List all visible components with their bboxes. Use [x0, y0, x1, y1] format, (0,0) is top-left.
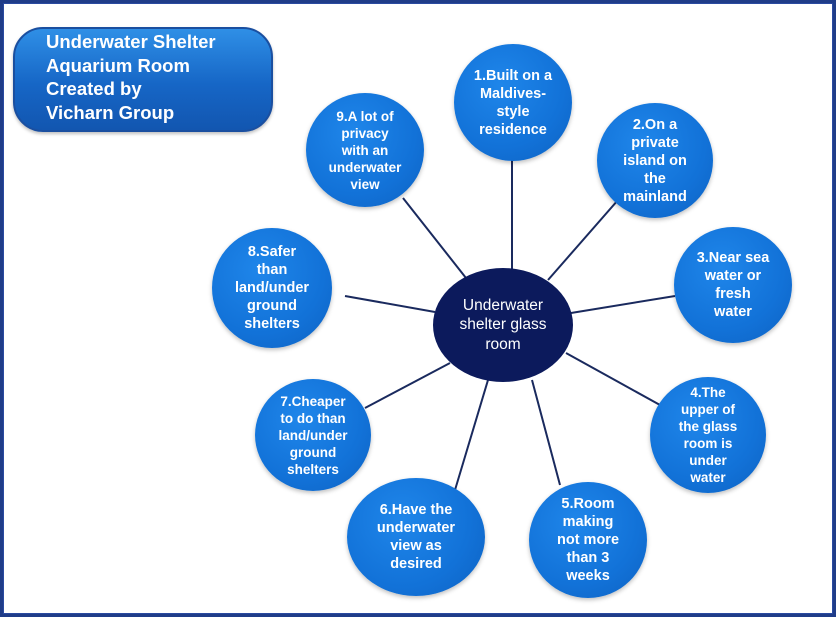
connector-8: [344, 295, 436, 313]
node-3-line: water: [714, 304, 752, 320]
connector-2: [547, 199, 619, 281]
node-2: 2.On a private island on the mainland: [597, 103, 713, 218]
title-line: Vicharn Group: [46, 101, 175, 123]
node-8: 8.Safer than land/under ground shelters: [212, 228, 332, 348]
node-4-line: 4.The: [690, 385, 726, 400]
node-9-line: with an: [341, 142, 389, 158]
node-6-line: underwater: [376, 520, 456, 536]
node-4-line: upper of: [681, 402, 735, 417]
connector-4: [565, 352, 661, 406]
node-1-line: Maldives-: [479, 85, 547, 102]
title-line: Aquarium Room: [46, 54, 190, 76]
node-4-line: room is: [683, 436, 733, 451]
node-8-line: shelters: [244, 316, 300, 332]
node-2-line: private: [631, 134, 679, 151]
node-8-line: than: [256, 262, 288, 278]
node-3-line: 3.Near sea: [696, 250, 770, 266]
node-5-line: making: [562, 514, 614, 530]
node-2-line: island on: [623, 152, 687, 169]
node-5-line: 5.Room: [561, 496, 615, 512]
node-7-line: land/under: [278, 427, 348, 443]
node-6: 6.Have the underwater view as desired: [347, 478, 485, 596]
node-9-line: view: [350, 176, 380, 192]
node-6-line: view as: [390, 538, 442, 554]
node-8-line: ground: [247, 298, 297, 314]
node-4-line: water: [690, 470, 726, 485]
node-9-line: 9.A lot of: [336, 108, 394, 124]
connector-9: [402, 197, 467, 279]
title-pill: [13, 27, 273, 132]
node-6-line: desired: [390, 556, 442, 572]
center-line: shelter glass: [459, 316, 547, 334]
node-2-line: the: [644, 170, 666, 187]
diagram-title: Underwater Shelter Aquarium Room Created…: [46, 30, 276, 124]
center-node: Underwater shelter glass room: [433, 268, 573, 382]
title-line: Created by: [46, 78, 142, 99]
node-7-line: 7.Cheaper: [280, 393, 346, 409]
node-3: 3.Near sea water or fresh water: [674, 227, 792, 343]
node-8-line: 8.Safer: [247, 244, 297, 260]
node-1: 1.Built on a Maldives- style residence: [454, 44, 572, 161]
node-7: 7.Cheaper to do than land/under ground s…: [255, 379, 371, 491]
node-9-line: underwater: [328, 159, 402, 175]
node-7-line: ground: [289, 444, 337, 460]
node-1-line: 1.Built on a: [473, 67, 553, 84]
center-line: room: [485, 335, 521, 353]
node-2-line: 2.On a: [632, 116, 678, 133]
center-line: Underwater: [462, 296, 544, 314]
node-5-line: not more: [556, 532, 620, 548]
node-7-line: to do than: [280, 410, 346, 426]
node-4-line: the glass: [678, 419, 738, 434]
connector-5: [531, 379, 561, 486]
node-4: 4.The upper of the glass room is under w…: [650, 377, 766, 493]
node-2-line: mainland: [623, 188, 687, 205]
node-5-line: weeks: [566, 568, 610, 584]
connector-3: [570, 295, 676, 314]
node-1-line: style: [496, 103, 530, 120]
node-5: 5.Room making not more than 3 weeks: [529, 482, 647, 598]
node-7-line: shelters: [287, 461, 339, 477]
node-9-line: privacy: [341, 125, 389, 141]
title-line: Underwater Shelter: [46, 31, 216, 52]
node-3-line: water or: [704, 268, 762, 284]
node-6-line: 6.Have the: [379, 502, 453, 518]
connector-7: [364, 362, 451, 409]
node-3-line: fresh: [715, 286, 751, 302]
node-1-line: residence: [479, 121, 547, 138]
node-8-line: land/under: [234, 280, 310, 296]
node-9: 9.A lot of privacy with an underwater vi…: [306, 93, 424, 207]
node-4-line: under: [689, 453, 727, 468]
node-5-line: than 3: [566, 550, 610, 566]
connector-6: [454, 379, 489, 491]
